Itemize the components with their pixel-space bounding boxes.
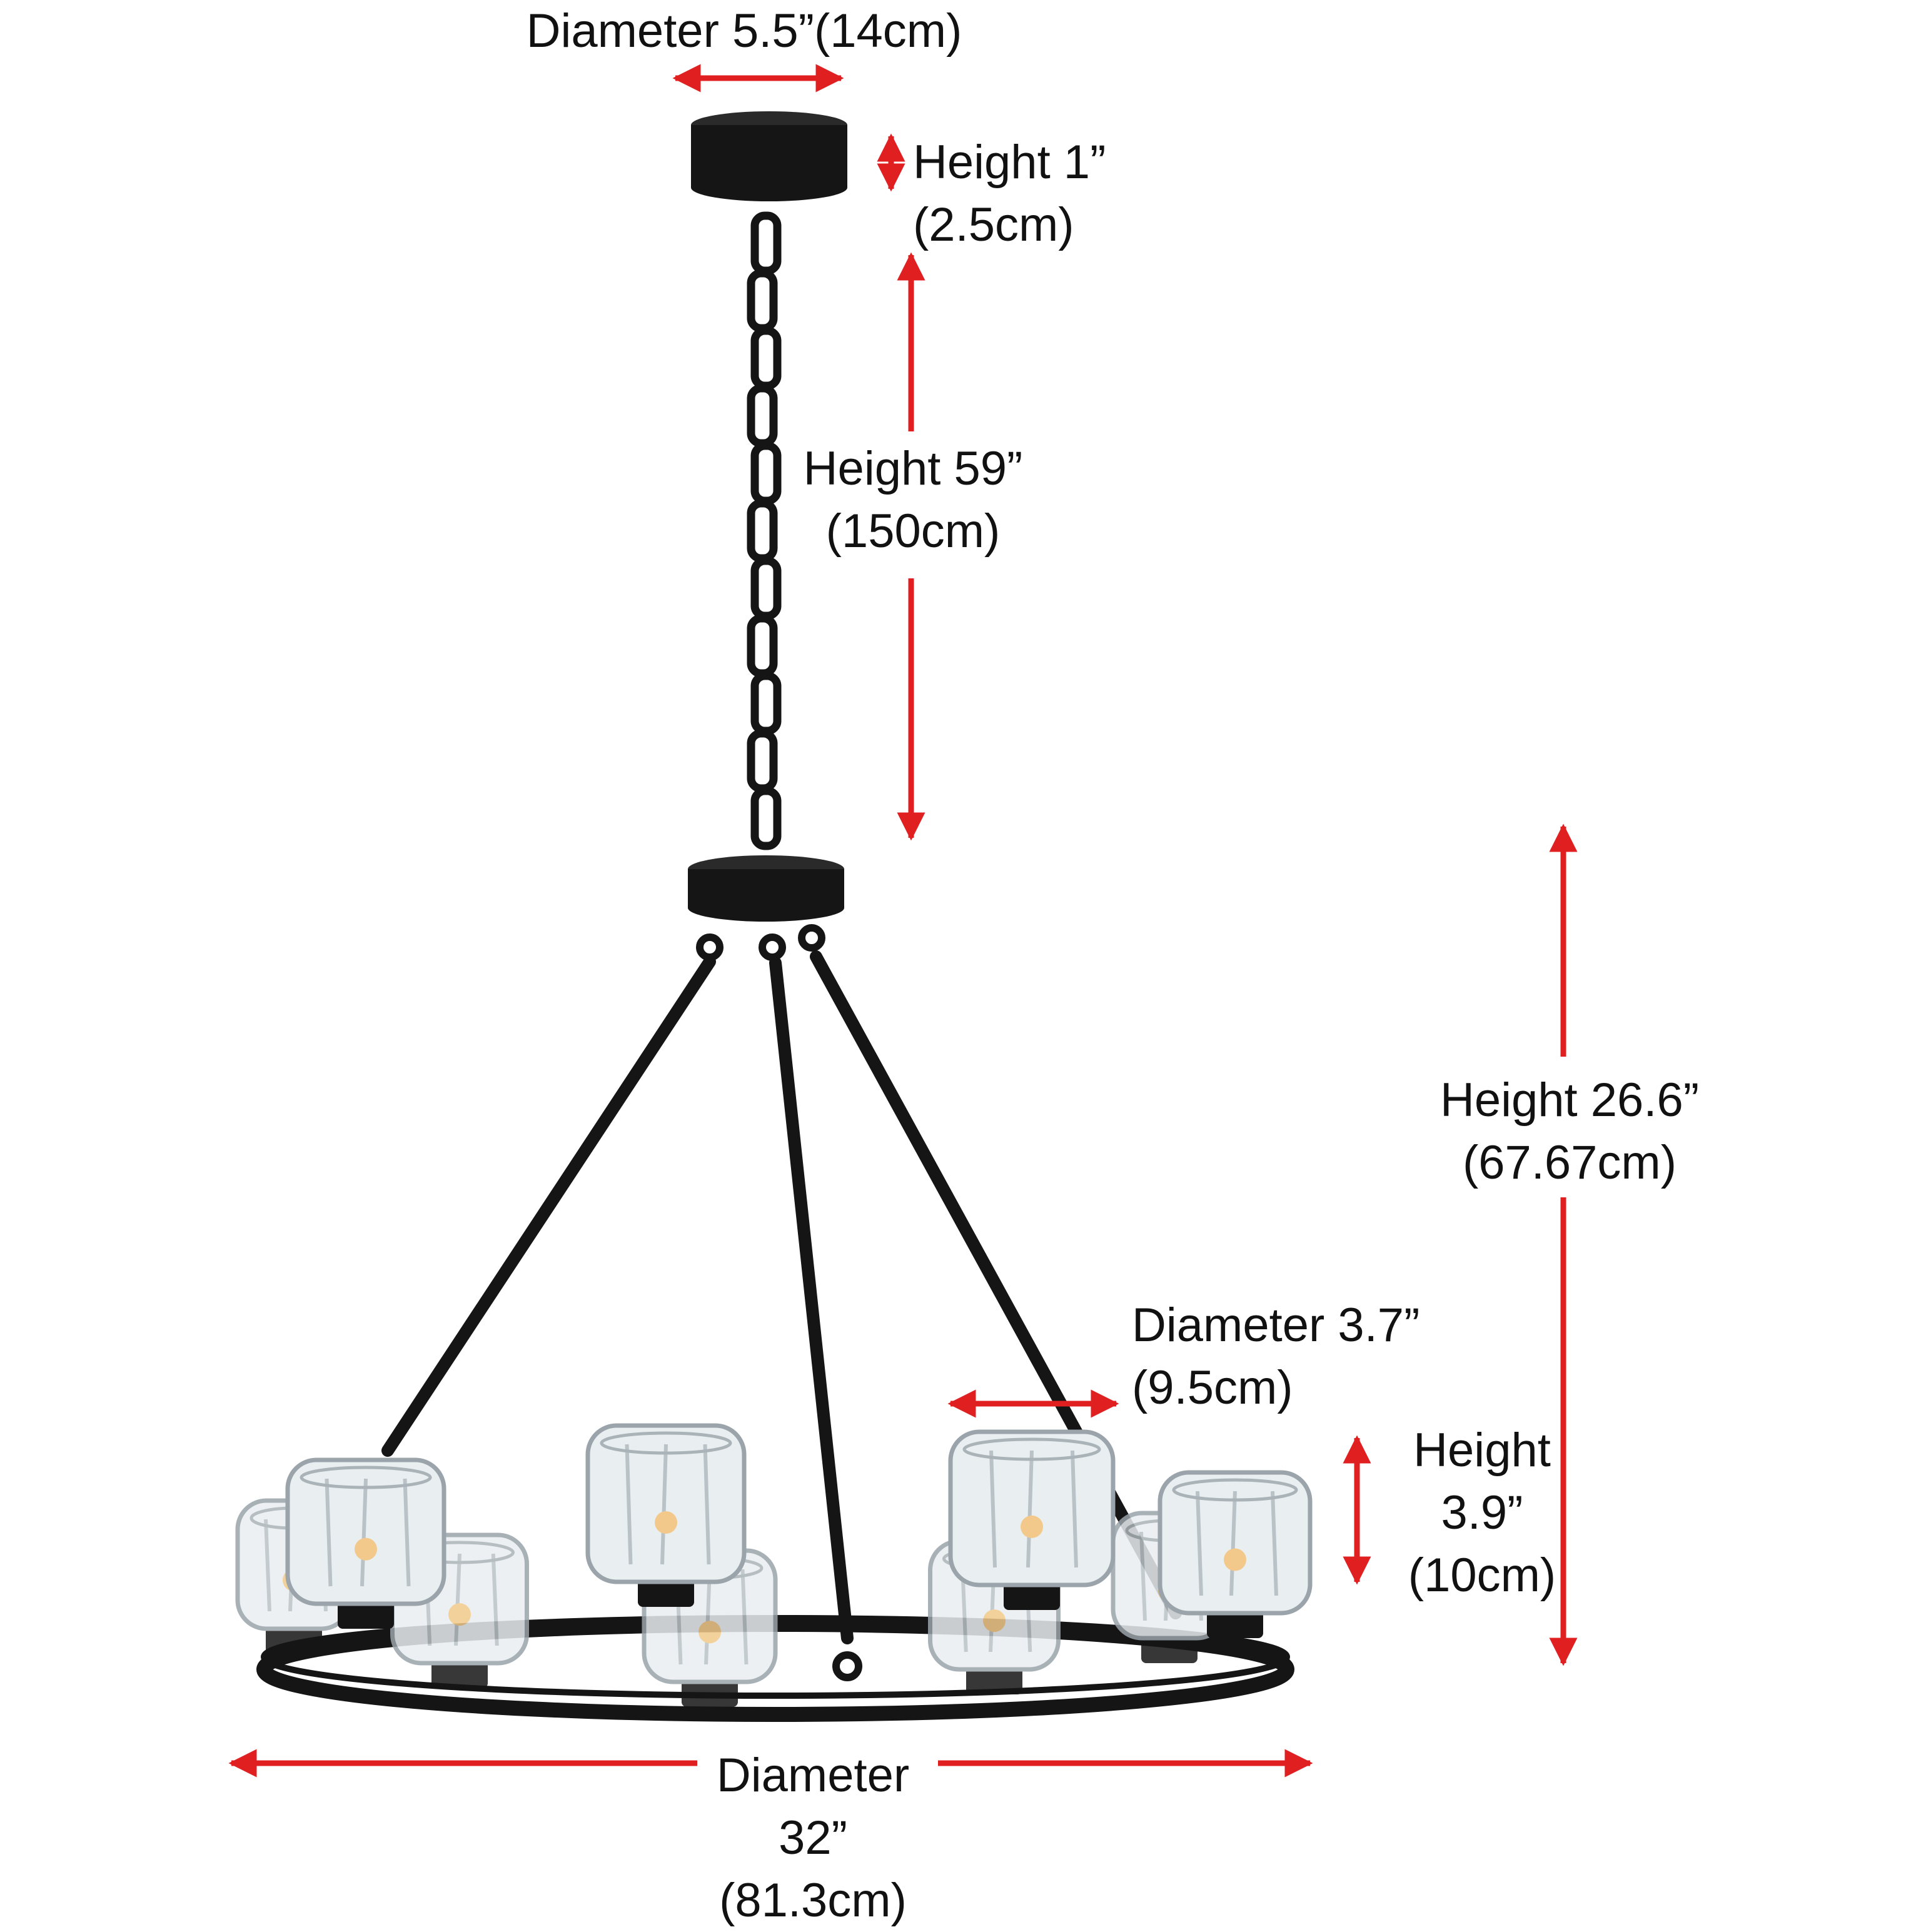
canopy-height-label: Height 1” (2.5cm)	[913, 131, 1163, 256]
body-height-label: Height 26.6” (67.67cm)	[1407, 1069, 1732, 1194]
shade-height-label: Height 3.9” (10cm)	[1357, 1419, 1607, 1607]
ceiling-canopy	[691, 111, 847, 201]
canopy-height-cm: (2.5cm)	[913, 198, 1074, 251]
shade-height-inches: 3.9”	[1441, 1486, 1523, 1539]
overall-diameter-inches: 32”	[779, 1811, 847, 1864]
glass-shade	[1157, 1470, 1313, 1638]
glass-shade	[285, 1457, 446, 1629]
hanging-chain	[747, 211, 782, 850]
glass-shade	[585, 1423, 747, 1607]
canopy-diameter-text: Diameter 5.5”(14cm)	[526, 4, 962, 58]
chain-link	[750, 326, 782, 390]
dimension-arrows	[228, 64, 1578, 1778]
canopy-height-inches: Height 1”	[913, 136, 1106, 189]
chain-link	[747, 729, 778, 793]
rod-hooks	[696, 924, 862, 1681]
support-rods	[381, 950, 1182, 1644]
chain-link	[747, 499, 778, 563]
chain-height-label: Height 59” (150cm)	[782, 438, 1044, 563]
canopy-diameter-label: Diameter 5.5”(14cm)	[475, 0, 1013, 63]
shade-diameter-label: Diameter 3.7” (9.5cm)	[1132, 1294, 1482, 1419]
chain-link	[750, 556, 782, 620]
chain-link	[750, 211, 782, 275]
overall-diameter-label: Diameter 32” (81.3cm)	[650, 1744, 976, 1932]
body-height-cm: (67.67cm)	[1462, 1136, 1677, 1189]
chain-link	[747, 269, 778, 333]
center-hub	[688, 855, 844, 922]
glass-shade	[948, 1429, 1116, 1610]
shade-height-cm: (10cm)	[1408, 1549, 1556, 1602]
shade-diameter-cm: (9.5cm)	[1132, 1361, 1293, 1414]
chain-link	[747, 614, 778, 678]
chain-height-cm: (150cm)	[825, 505, 1001, 558]
glass-shades	[235, 1423, 1313, 1707]
chain-link	[750, 672, 782, 735]
overall-diameter-cm: (81.3cm)	[719, 1874, 907, 1927]
shade-height-word: Height	[1413, 1424, 1551, 1477]
chain-link	[747, 384, 778, 448]
body-height-inches: Height 26.6”	[1440, 1074, 1700, 1127]
chain-link	[750, 787, 782, 850]
chain-link	[750, 441, 782, 505]
chain-height-inches: Height 59”	[803, 442, 1023, 495]
overall-diameter-word: Diameter	[716, 1749, 910, 1802]
shade-diameter-inches: Diameter 3.7”	[1132, 1299, 1420, 1352]
